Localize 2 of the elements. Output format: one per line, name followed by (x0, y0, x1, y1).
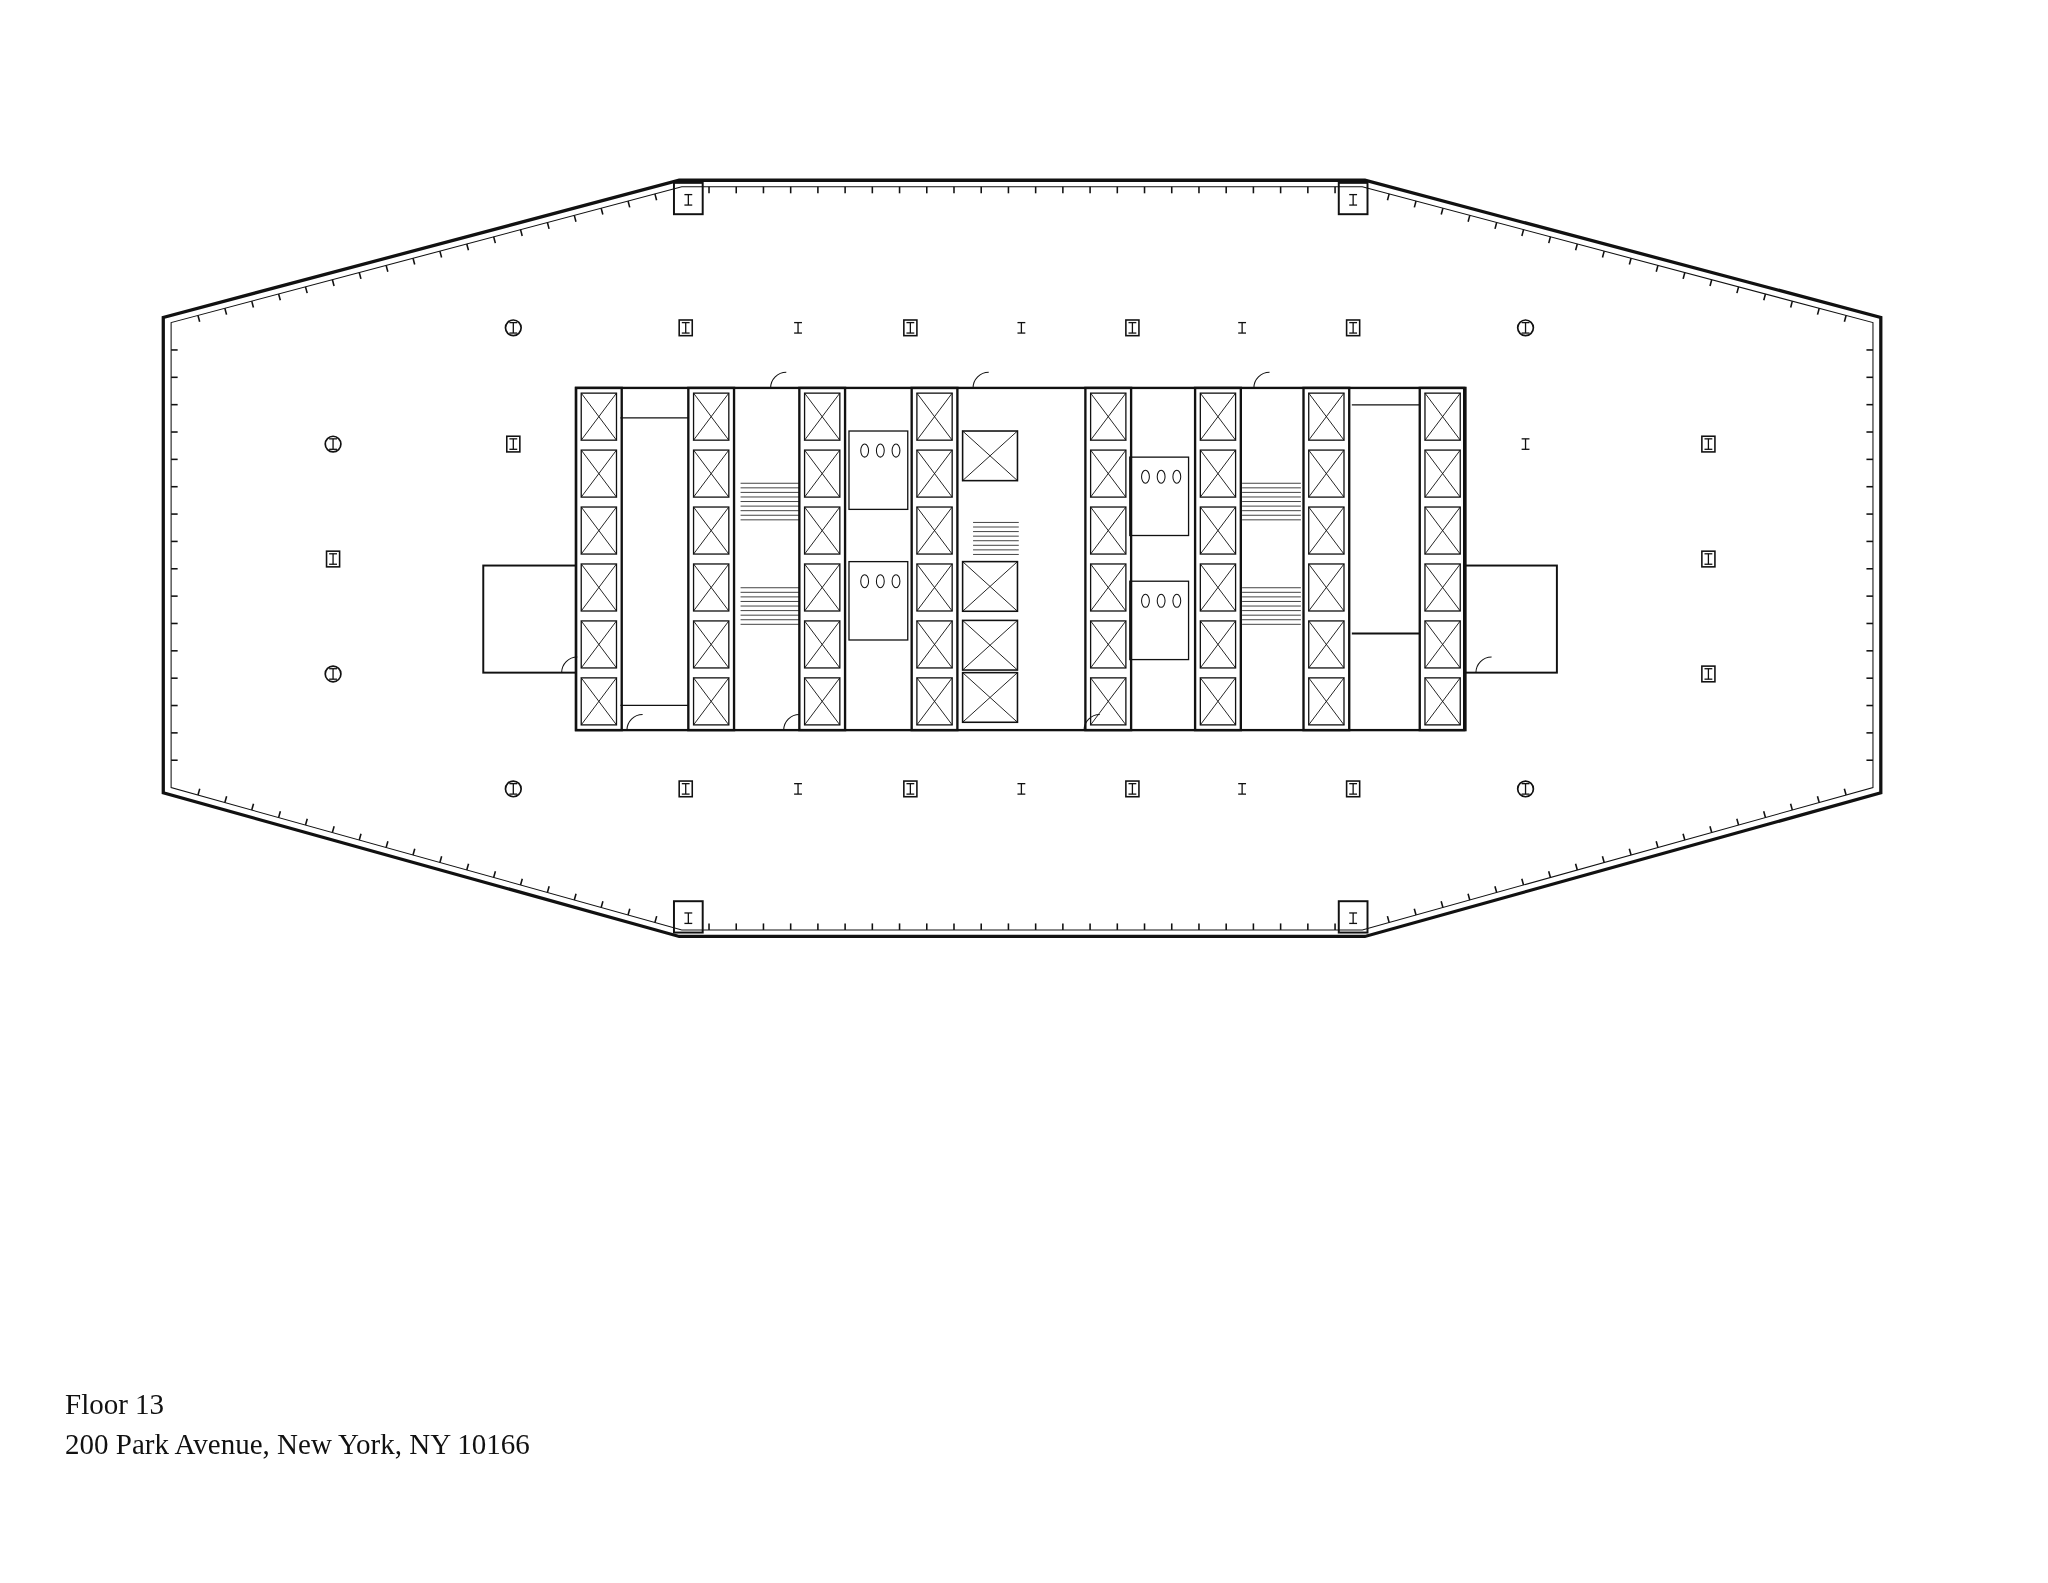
address-text: 200 Park Avenue, New York, NY 10166 (65, 1428, 530, 1461)
plan-title: Floor 13 (65, 1388, 165, 1421)
